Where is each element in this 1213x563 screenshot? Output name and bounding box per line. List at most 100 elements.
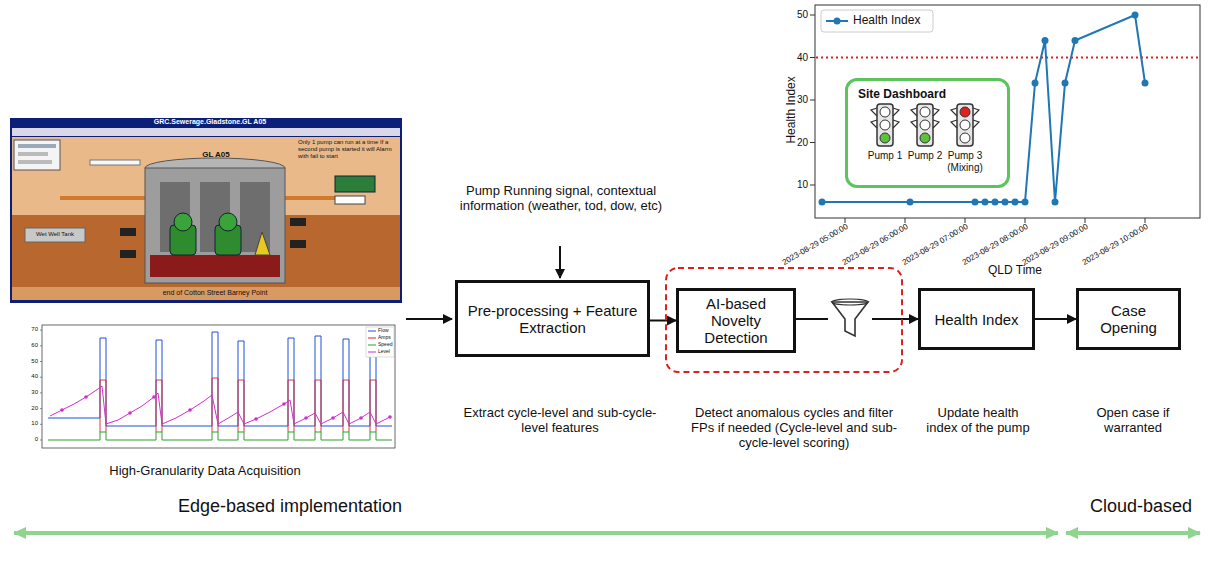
node-text: AI-based Novelty Detection — [687, 295, 785, 346]
svg-circle — [1062, 80, 1069, 87]
svg-circle — [1132, 12, 1139, 19]
svg-rect — [12, 128, 400, 136]
svg-circle — [1042, 37, 1049, 44]
svg-line — [40, 361, 42, 362]
flow-arrow — [650, 320, 676, 322]
svg-circle — [1002, 199, 1009, 206]
svg-line — [40, 392, 42, 393]
label-text: 60 — [22, 342, 38, 349]
svg-circle — [282, 402, 286, 406]
svg-line — [40, 408, 42, 409]
dashboard-panel: Site Dashboard — [845, 78, 1010, 188]
process-box: Health Index — [918, 288, 1035, 350]
svg-circle — [880, 133, 890, 143]
flow-arrow — [1035, 318, 1076, 320]
svg-rect — [917, 104, 933, 146]
svg-line — [40, 440, 42, 441]
svg-g — [40, 330, 42, 440]
svg-line — [40, 377, 42, 378]
svg-circle — [960, 107, 970, 117]
label-text: Amps — [378, 335, 396, 341]
filter-funnel — [828, 296, 872, 342]
svg-rect — [335, 176, 375, 192]
svg-g — [871, 104, 899, 146]
svg-polyline — [822, 15, 1145, 202]
label-text: Update health index of the pump — [922, 406, 1034, 436]
label-text: GL A05 — [195, 150, 237, 159]
label-text: Pump Running signal, contextual informat… — [455, 184, 667, 214]
context-arrow — [559, 246, 561, 278]
svg-line — [810, 57, 815, 58]
svg-circle — [880, 120, 890, 130]
label-text: 0 — [22, 436, 38, 443]
svg-circle — [960, 120, 970, 130]
node-text: Health Index — [934, 311, 1018, 328]
label-text: Extract cycle-level and sub-cycle-level … — [460, 406, 660, 436]
svg-circle — [920, 120, 930, 130]
svg-line — [810, 15, 815, 16]
svg-circle — [819, 199, 826, 206]
svg-g — [810, 15, 1145, 223]
svg-g — [911, 104, 939, 146]
label-text: Pump 3 (Mixing) — [941, 150, 989, 173]
svg-path — [255, 232, 270, 255]
svg-circle — [1052, 199, 1059, 206]
svg-circle — [992, 199, 999, 206]
svg-circle — [1072, 37, 1079, 44]
svg-path — [832, 302, 868, 336]
svg-circle — [982, 199, 989, 206]
node-text: Pre-processing + Feature Extraction — [466, 302, 639, 336]
label-text: 10 — [780, 179, 808, 191]
svg-polyline — [50, 386, 390, 424]
svg-rect — [335, 196, 365, 204]
label-text: 40 — [22, 373, 38, 380]
label-text: Level — [378, 349, 396, 355]
svg-rect — [290, 218, 306, 226]
label-text: 50 — [780, 9, 808, 21]
svg-line — [810, 142, 815, 143]
label-text: High-Granularity Data Acquisition — [95, 464, 315, 479]
svg-rect — [821, 10, 933, 32]
label-text: Cloud-based — [1090, 496, 1205, 517]
svg-g — [951, 104, 979, 146]
label-text: 2023-08-29 05:00:00 — [765, 222, 849, 276]
svg-line — [368, 352, 376, 353]
svg-rect — [42, 325, 395, 448]
label-text: Wet Well Tank — [26, 231, 84, 238]
label-text: Pump 2 — [901, 150, 949, 162]
svg-path — [100, 378, 376, 432]
process-box: AI-based Novelty Detection — [676, 288, 796, 353]
node-text: Site Dashboard — [858, 87, 946, 101]
svg-rect — [12, 287, 400, 300]
label-text: Speed — [378, 342, 396, 348]
label-text: Edge-based implementation — [150, 496, 430, 517]
label-text: 20 — [22, 405, 38, 412]
svg-rect — [18, 152, 48, 156]
svg-rect — [828, 296, 872, 342]
svg-line — [40, 424, 42, 425]
svg-line — [368, 345, 376, 346]
label-text: 30 — [780, 94, 808, 106]
label-text: 20 — [780, 137, 808, 149]
label-text: end of Cotton Street Barney Point — [140, 289, 290, 297]
svg-circle — [128, 411, 132, 415]
label-text: Flow — [378, 328, 396, 334]
svg-path — [48, 432, 392, 440]
svg-circle — [907, 199, 914, 206]
svg-circle — [152, 395, 156, 399]
label-text: 30 — [22, 389, 38, 396]
svg-circle — [84, 395, 88, 399]
label-text: Only 1 pump can run at a time If a secon… — [298, 139, 398, 160]
svg-rect — [290, 240, 306, 248]
health-index-chart — [810, 5, 1200, 223]
svg-circle — [1142, 80, 1149, 87]
svg-circle — [1032, 80, 1039, 87]
svg-rect — [12, 137, 400, 300]
svg-line — [368, 331, 376, 332]
svg-circle — [331, 416, 335, 420]
label-text: GRC.Sewerage.Gladstone.GL A05 — [110, 118, 310, 126]
label-text: Open case if warranted — [1078, 406, 1188, 436]
svg-circle — [304, 416, 308, 420]
label-text: 50 — [22, 358, 38, 365]
svg-circle — [174, 213, 192, 231]
